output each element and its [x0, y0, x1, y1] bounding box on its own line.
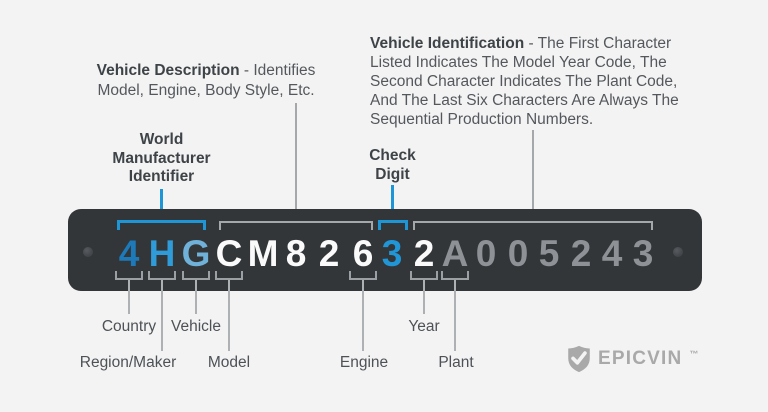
vin-char: 0 [507, 233, 529, 274]
check-digit-callout: Check Digit [369, 147, 416, 183]
vin-char: M [247, 233, 279, 274]
epicvin-logo-text: EPICVIN [598, 348, 683, 369]
world-manufacturer-identifier-callout: World Manufacturer Identifier [112, 131, 211, 185]
vin-char: 2 [413, 233, 435, 274]
epicvin-shield-check-icon [566, 345, 592, 373]
wmi-group-bracket [117, 220, 206, 230]
plant-label: Plant [438, 354, 474, 371]
vin-char: 0 [475, 233, 497, 274]
plate-bolt-left-icon [83, 247, 93, 257]
vehicle-identification-line1: Vehicle Identification - The First Chara… [370, 35, 672, 52]
epicvin-logo: EPICVIN ™ [566, 345, 698, 373]
vin-char: 2 [318, 233, 340, 274]
vin-char: 8 [285, 233, 307, 274]
country-label: Country [101, 318, 157, 335]
vin-char: 2 [570, 233, 592, 274]
country-char-bracket [115, 271, 143, 280]
vehicle-identification-callout: Vehicle Identification - The First Chara… [370, 34, 710, 129]
region-maker-label: Region/Maker [79, 354, 177, 371]
vehicle-description-title: Vehicle Description [96, 62, 240, 79]
year-char-bracket [410, 271, 438, 280]
year-label: Year [408, 318, 440, 335]
region-maker-connector-line [161, 280, 163, 351]
vehicle-identification-title: Vehicle Identification [370, 35, 525, 52]
model-connector-line [228, 280, 230, 351]
vehicle-description-line1: Vehicle Description - Identifies [96, 62, 316, 79]
year-connector-line [423, 280, 425, 314]
vehicle-identification-group-bracket [413, 221, 653, 230]
vehicle-description-line2: Model, Engine, Body Style, Etc. [97, 82, 315, 99]
vehicle-connector-line [195, 280, 197, 314]
vehicle-label: Vehicle [171, 318, 221, 335]
epicvin-trademark: ™ [689, 349, 699, 359]
vehicle-description-callout: Vehicle Description - Identifies Model, … [86, 61, 326, 101]
vehicle-identification-connector-line [532, 130, 534, 221]
vin-char: A [441, 233, 469, 274]
model-label: Model [207, 354, 251, 371]
engine-char-bracket [349, 271, 377, 280]
vin-char: 5 [538, 233, 560, 274]
check-digit-connector-line [391, 185, 394, 221]
plant-char-bracket [441, 271, 469, 280]
vehicle-description-group-bracket [219, 221, 373, 230]
wmi-connector-line [160, 189, 163, 221]
vin-char: 3 [381, 233, 403, 274]
vin-char: 3 [632, 233, 654, 274]
model-char-bracket [215, 271, 243, 280]
plate-bolt-right-icon [673, 247, 683, 257]
region-maker-char-bracket [148, 271, 176, 280]
engine-connector-line [362, 280, 364, 351]
vin-char: C [215, 233, 243, 274]
plant-connector-line [454, 280, 456, 351]
vin-char: H [148, 233, 176, 274]
vehicle-description-connector-line [295, 103, 297, 221]
vin-char: G [181, 233, 211, 274]
vin-char: 6 [352, 233, 374, 274]
engine-label: Engine [339, 354, 389, 371]
vin-char: 4 [601, 233, 623, 274]
country-connector-line [128, 280, 130, 314]
vin-char: 4 [118, 233, 140, 274]
vehicle-char-bracket [182, 271, 210, 280]
check-digit-group-bracket [378, 220, 408, 230]
